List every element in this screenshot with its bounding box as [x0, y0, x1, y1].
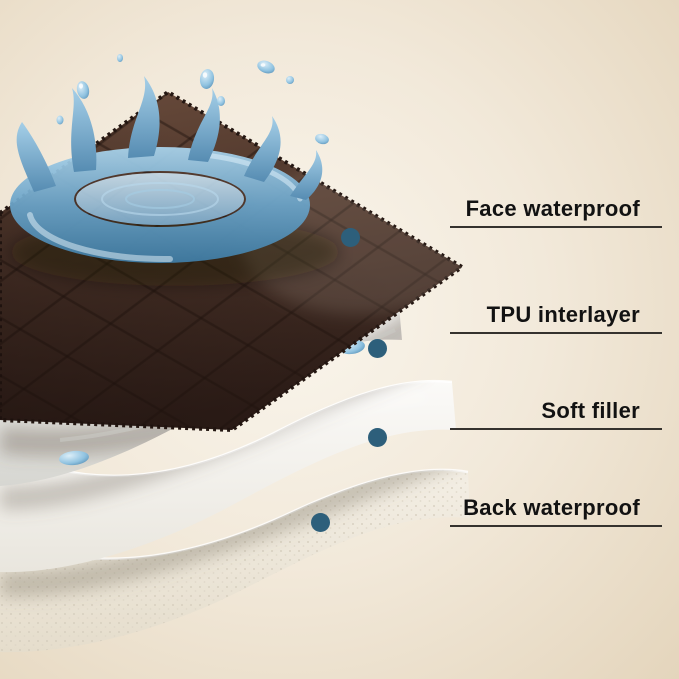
callout-label-tpu-interlayer: TPU interlayer — [486, 302, 640, 327]
callout-line-tpu-interlayer — [450, 332, 662, 334]
back-waterproof-layer — [0, 468, 470, 653]
callout-dot-back-waterproof — [311, 513, 330, 532]
callout-dot-soft-filler — [368, 428, 387, 447]
callout-dot-face-waterproof — [341, 228, 360, 247]
splash-crown-spikes — [16, 76, 323, 200]
callout-line-face-waterproof — [450, 226, 662, 228]
callout-label-back-waterproof: Back waterproof — [463, 495, 640, 520]
droplet-glints — [79, 63, 266, 89]
callout-label-soft-filler: Soft filler — [541, 398, 640, 423]
water-splash-graphic — [9, 54, 329, 264]
callout-line-soft-filler — [450, 428, 662, 430]
water-pool — [76, 173, 244, 225]
callout-dot-tpu-interlayer — [368, 339, 387, 358]
callout-line-back-waterproof — [450, 525, 662, 527]
callout-label-face-waterproof: Face waterproof — [465, 196, 640, 221]
face-waterproof-layer — [0, 89, 466, 433]
